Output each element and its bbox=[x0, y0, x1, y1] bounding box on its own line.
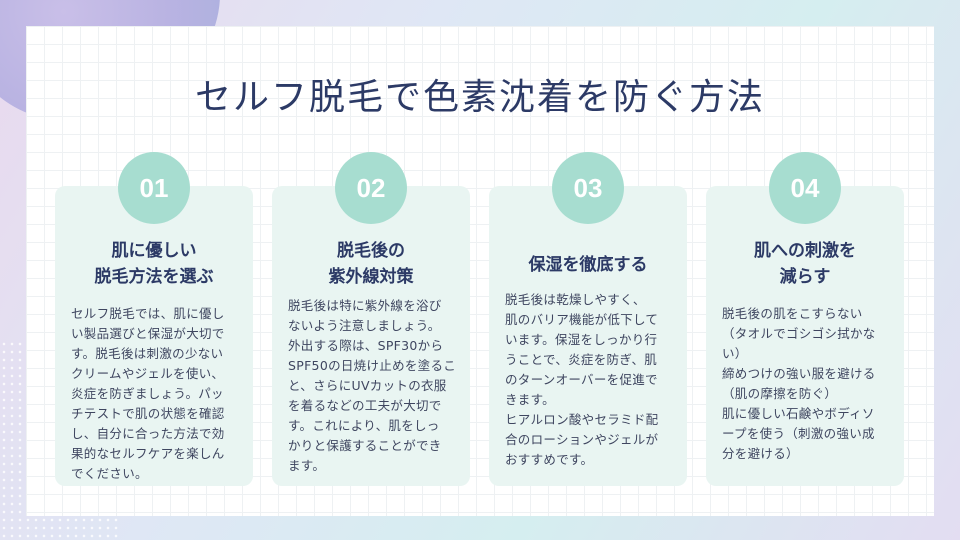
card-body: 脱毛後の肌をこすらない （タオルでゴシゴシ拭かな い） 締めつけの強い服を避ける… bbox=[722, 306, 876, 461]
step-badge-2: 02 bbox=[335, 152, 407, 224]
card-title: 脱毛後の 紫外線対策 bbox=[328, 241, 414, 287]
step-badge-3: 03 bbox=[552, 152, 624, 224]
card-3: 保湿を徹底する 脱毛後は乾燥しやすく、 肌のバリア機能が低下して います。保湿を… bbox=[489, 186, 687, 486]
card-title: 肌への刺激を 減らす bbox=[754, 241, 856, 287]
card-body: 脱毛後は乾燥しやすく、 肌のバリア機能が低下して います。保湿をしっかり行 うこ… bbox=[505, 292, 659, 467]
card-body: セルフ脱毛では、肌に優し い製品選びと保湿が大切で す。脱毛後は刺激の少ない ク… bbox=[71, 306, 225, 481]
card-1: 肌に優しい 脱毛方法を選ぶ セルフ脱毛では、肌に優し い製品選びと保湿が大切で … bbox=[55, 186, 253, 486]
card-title: 保湿を徹底する bbox=[528, 255, 648, 275]
card-body: 脱毛後は特に紫外線を浴び ないよう注意しましょう。 外出する際は、SPF30から… bbox=[288, 298, 457, 473]
card-title: 肌に優しい 脱毛方法を選ぶ bbox=[94, 241, 214, 287]
step-badge-1: 01 bbox=[118, 152, 190, 224]
page-title: セルフ脱毛で色素沈着を防ぐ方法 bbox=[194, 77, 765, 118]
step-badge-4: 04 bbox=[769, 152, 841, 224]
card-2: 脱毛後の 紫外線対策 脱毛後は特に紫外線を浴び ないよう注意しましょう。 外出す… bbox=[272, 186, 470, 486]
card-4: 肌への刺激を 減らす 脱毛後の肌をこすらない （タオルでゴシゴシ拭かな い） 締… bbox=[706, 186, 904, 486]
